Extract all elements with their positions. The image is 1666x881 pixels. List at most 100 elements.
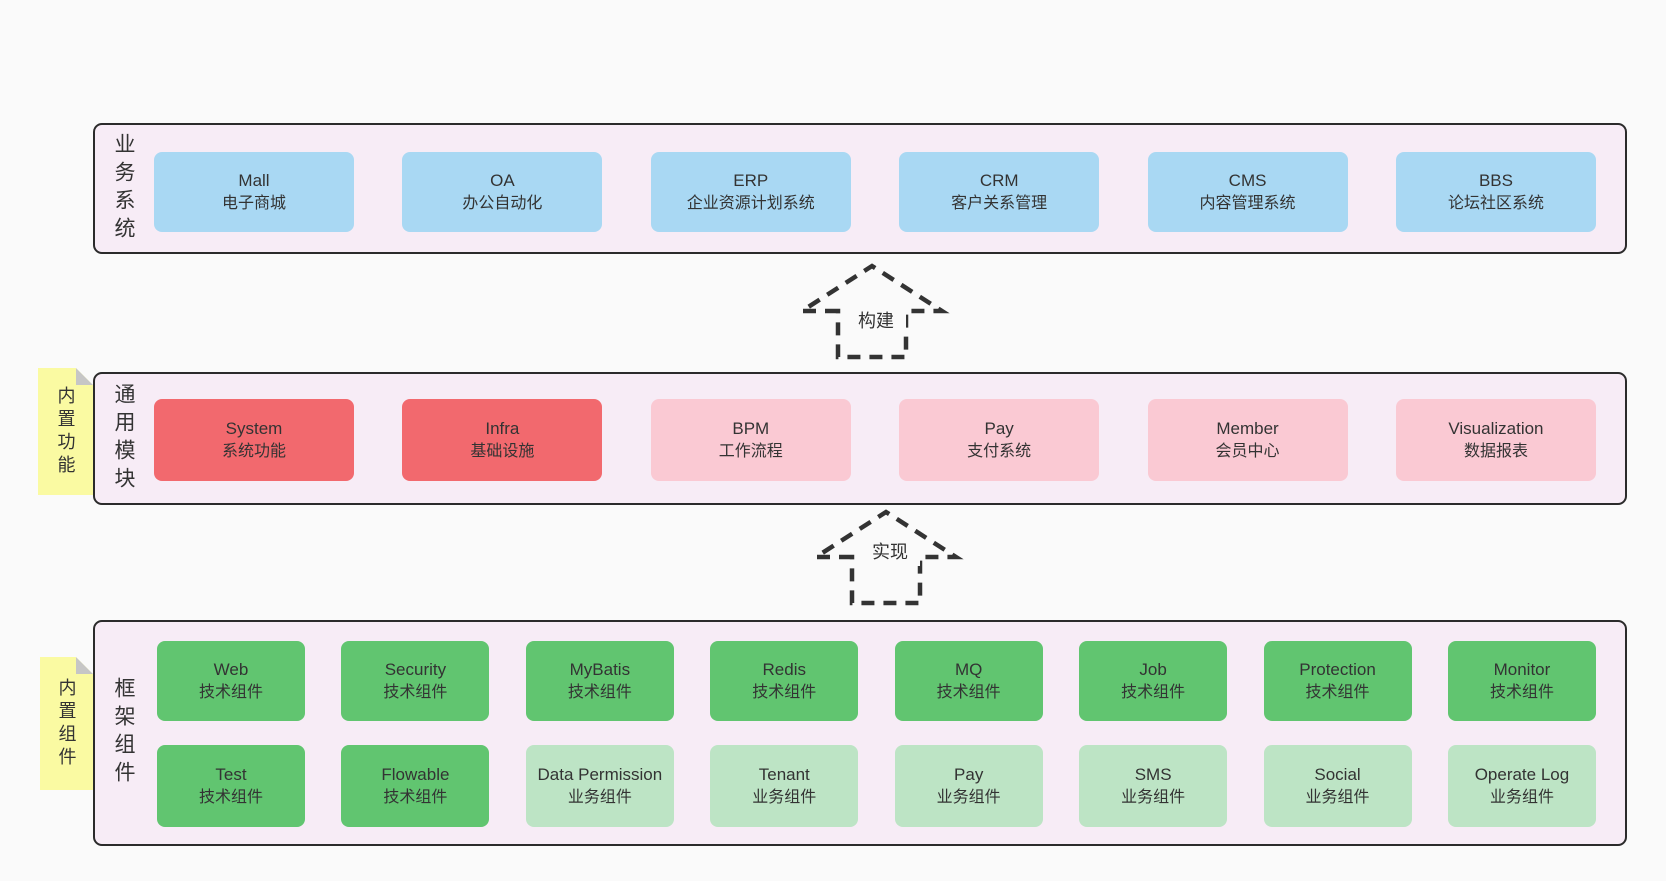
box-desc: 技术组件 xyxy=(936,684,1001,701)
box-web: Web 技术组件 xyxy=(157,641,305,721)
box-mq: MQ 技术组件 xyxy=(894,641,1043,721)
box-desc: 办公自动化 xyxy=(462,195,543,212)
box-erp: ERP 企业资源计划系统 xyxy=(650,152,851,232)
box-name: Infra xyxy=(485,419,520,438)
box-desc: 技术组件 xyxy=(1121,684,1186,701)
box-name: MyBatis xyxy=(569,660,631,679)
components-row-2: Test 技术组件 Flowable 技术组件 Data Permission … xyxy=(157,745,1596,827)
build-arrow-label: 构建 xyxy=(846,307,906,335)
box-name: Web xyxy=(213,660,249,679)
box-redis: Redis 技术组件 xyxy=(710,641,859,721)
box-name: SMS xyxy=(1134,765,1172,784)
box-name: Security xyxy=(384,660,447,679)
box-visualization: Visualization 数据报表 xyxy=(1395,399,1596,481)
box-desc: 工作流程 xyxy=(718,443,783,460)
box-name: Member xyxy=(1216,419,1279,438)
box-operate-log: Operate Log 业务组件 xyxy=(1447,745,1596,827)
implement-arrow-icon xyxy=(808,509,964,606)
box-name: Mall xyxy=(238,171,270,190)
box-monitor: Monitor 技术组件 xyxy=(1447,641,1596,721)
box-desc: 技术组件 xyxy=(198,789,263,806)
box-mybatis: MyBatis 技术组件 xyxy=(525,641,674,721)
implement-arrow-label: 实现 xyxy=(860,538,920,566)
box-name: ERP xyxy=(733,171,769,190)
box-tenant: Tenant 业务组件 xyxy=(710,745,859,827)
band-components-label: 框架组件 xyxy=(112,677,135,789)
box-name: Pay xyxy=(984,419,1014,438)
box-desc: 企业资源计划系统 xyxy=(686,195,815,212)
box-test: Test 技术组件 xyxy=(157,745,305,827)
box-mall: Mall 电子商城 xyxy=(154,152,354,232)
folded-corner-icon xyxy=(76,657,93,674)
box-desc: 客户关系管理 xyxy=(951,195,1048,212)
box-name: OA xyxy=(490,171,515,190)
box-data-permission: Data Permission 业务组件 xyxy=(525,745,674,827)
box-desc: 业务组件 xyxy=(1121,789,1186,806)
box-name: Flowable xyxy=(381,765,450,784)
box-bpm: BPM 工作流程 xyxy=(650,399,851,481)
box-protection: Protection 技术组件 xyxy=(1263,641,1412,721)
box-name: Test xyxy=(215,765,247,784)
box-flowable: Flowable 技术组件 xyxy=(341,745,490,827)
build-arrow-icon xyxy=(794,263,950,360)
components-row-1: Web 技术组件 Security 技术组件 MyBatis 技术组件 Redi… xyxy=(157,641,1596,721)
box-name: Tenant xyxy=(758,765,810,784)
box-sms: SMS 业务组件 xyxy=(1079,745,1228,827)
band-business-label: 业务系统 xyxy=(112,132,135,245)
box-infra: Infra 基础设施 xyxy=(402,399,603,481)
box-desc: 业务组件 xyxy=(1489,789,1554,806)
box-pay-component: Pay 业务组件 xyxy=(894,745,1043,827)
sticky-text: 内置功能 xyxy=(55,385,76,478)
box-desc: 技术组件 xyxy=(383,684,448,701)
band-common-modules: 通用模块 System 系统功能 Infra 基础设施 BPM 工作流程 Pay… xyxy=(93,372,1627,505)
box-system: System 系统功能 xyxy=(154,399,354,481)
box-desc: 技术组件 xyxy=(198,684,263,701)
box-name: Visualization xyxy=(1448,419,1544,438)
sticky-note-builtin-features: 内置功能 xyxy=(38,368,93,495)
box-member: Member 会员中心 xyxy=(1147,399,1348,481)
sticky-note-builtin-components: 内置组件 xyxy=(40,657,93,790)
sticky-text: 内置组件 xyxy=(56,677,77,770)
box-desc: 论坛社区系统 xyxy=(1447,195,1544,212)
box-crm: CRM 客户关系管理 xyxy=(899,152,1100,232)
box-desc: 业务组件 xyxy=(567,789,632,806)
box-social: Social 业务组件 xyxy=(1263,745,1412,827)
box-job: Job 技术组件 xyxy=(1079,641,1228,721)
box-bbs: BBS 论坛社区系统 xyxy=(1395,152,1596,232)
box-desc: 技术组件 xyxy=(1489,684,1554,701)
band-business-systems: 业务系统 Mall 电子商城 OA 办公自动化 ERP 企业资源计划系统 CRM… xyxy=(93,123,1627,254)
box-cms: CMS 内容管理系统 xyxy=(1147,152,1348,232)
box-desc: 系统功能 xyxy=(221,443,286,460)
box-desc: 电子商城 xyxy=(221,195,286,212)
box-name: Pay xyxy=(954,765,984,784)
business-boxes-row: Mall 电子商城 OA 办公自动化 ERP 企业资源计划系统 CRM 客户关系… xyxy=(154,152,1596,232)
box-name: CMS xyxy=(1228,171,1267,190)
box-name: BPM xyxy=(732,419,770,438)
box-desc: 技术组件 xyxy=(567,684,632,701)
box-name: Data Permission xyxy=(537,765,663,784)
box-desc: 会员中心 xyxy=(1215,443,1280,460)
folded-corner-icon xyxy=(76,368,93,385)
modules-boxes-row: System 系统功能 Infra 基础设施 BPM 工作流程 Pay 支付系统… xyxy=(154,399,1596,481)
box-desc: 业务组件 xyxy=(1305,789,1370,806)
box-name: Monitor xyxy=(1493,660,1551,679)
box-desc: 业务组件 xyxy=(936,789,1001,806)
box-name: System xyxy=(225,419,283,438)
box-name: Redis xyxy=(762,660,806,679)
box-desc: 技术组件 xyxy=(752,684,817,701)
band-framework-components: 框架组件 Web 技术组件 Security 技术组件 MyBatis 技术组件… xyxy=(93,620,1627,846)
box-security: Security 技术组件 xyxy=(341,641,490,721)
box-desc: 支付系统 xyxy=(967,443,1032,460)
box-name: MQ xyxy=(954,660,983,679)
box-name: Protection xyxy=(1299,660,1376,679)
box-name: BBS xyxy=(1478,171,1513,190)
box-desc: 技术组件 xyxy=(383,789,448,806)
box-desc: 技术组件 xyxy=(1305,684,1370,701)
box-desc: 内容管理系统 xyxy=(1199,195,1296,212)
box-pay-module: Pay 支付系统 xyxy=(899,399,1100,481)
box-desc: 数据报表 xyxy=(1463,443,1528,460)
box-name: Social xyxy=(1314,765,1361,784)
box-oa: OA 办公自动化 xyxy=(402,152,603,232)
box-desc: 业务组件 xyxy=(752,789,817,806)
